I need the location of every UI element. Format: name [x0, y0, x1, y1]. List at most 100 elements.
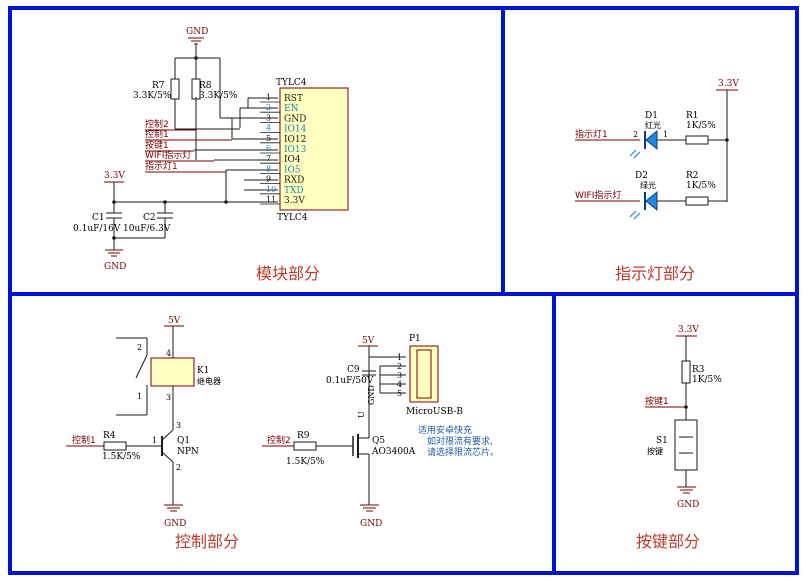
- usb-note-line1: 适用安卓快充: [418, 424, 472, 436]
- s1-button: [674, 419, 698, 471]
- svg-text:4: 4: [166, 349, 171, 358]
- svg-text:5: 5: [397, 389, 402, 398]
- svg-text:2: 2: [137, 343, 142, 352]
- chip-pin-11-number: 11: [266, 195, 276, 204]
- svg-text:3: 3: [176, 421, 181, 430]
- button-section: 3.3V R3 1K/5% 按键1 S1 按键 GND: [645, 325, 722, 510]
- control-section: 5V 4 3 K1 继电器 2 1 控制1 R4 1.5K/5% 1 3 2 Q…: [66, 316, 499, 529]
- q1-ref: Q1: [177, 436, 190, 446]
- gnd-top-label: GND: [186, 27, 208, 37]
- d1-color: 红光: [645, 120, 661, 130]
- r8-value: 3.3K/5%: [199, 91, 238, 101]
- chip-pin-9-number: 9: [266, 175, 271, 184]
- chip-pin-10-number: 10: [266, 185, 276, 194]
- chip-pin-9-name: RXD: [284, 176, 304, 186]
- d2-led: [645, 190, 658, 212]
- svg-text:1: 1: [397, 353, 402, 362]
- vcc-relay-label: 5V: [168, 316, 181, 326]
- s1-ref: S1: [656, 436, 668, 446]
- gnd-bottom-label: GND: [104, 262, 126, 272]
- net-ctrl1: 控制1: [72, 434, 96, 446]
- r3-ref: R3: [692, 365, 705, 375]
- net-label-led1: 指示灯1: [145, 160, 178, 172]
- net-label-key1: 按键1: [145, 139, 169, 151]
- q5-value: AO3400A: [371, 447, 416, 457]
- r1-ref: R1: [686, 111, 699, 121]
- chip-pin-10-name: TXD: [284, 186, 304, 196]
- net-label-ctrl1: 控制1: [145, 128, 169, 140]
- chip-pin-4-number: 4: [266, 124, 271, 133]
- gnd-q5-label: GND: [360, 519, 382, 529]
- chip-pin-5-name: IO12: [284, 135, 306, 145]
- chip-pin-1-number: 1: [266, 93, 271, 102]
- c2-value: 10uF/6.3V: [123, 224, 171, 234]
- svg-text:3: 3: [166, 393, 171, 402]
- svg-text:4: 4: [397, 380, 402, 389]
- usb-u-label: U: [357, 411, 366, 418]
- chip-pin-3-name: GND: [284, 114, 306, 124]
- panel-frames: [8, 6, 799, 575]
- chip-pin-4-name: IO14: [284, 125, 307, 135]
- chip-name-bottom: TYLC4: [277, 213, 308, 223]
- vcc-module-label: 3.3V: [104, 171, 125, 181]
- usb-note-line2: 如对限流有要求,: [427, 435, 493, 447]
- r2-resistor: [685, 196, 709, 206]
- r7-resistor: [170, 78, 180, 100]
- s1-value: 按键: [647, 446, 663, 456]
- vcc-led-label: 3.3V: [718, 79, 739, 89]
- svg-text:2: 2: [176, 463, 181, 472]
- vcc-button-label: 3.3V: [678, 325, 699, 335]
- r7-ref: R7: [152, 81, 165, 91]
- chip-pin-7-number: 7: [266, 154, 271, 163]
- net-key1: 按键1: [645, 395, 669, 407]
- c9-ref: C9: [347, 365, 360, 375]
- d1-pin2: 2: [633, 130, 638, 139]
- chip-pin-2-number: 2: [266, 103, 271, 112]
- indicator-section: 3.3V 指示灯1 D1 红光 R1 1K/5% 2 1 WIFI指示灯 D2 …: [575, 79, 739, 220]
- r9-ref: R9: [297, 431, 310, 441]
- c9-value: 0.1uF/50V: [326, 376, 374, 386]
- chip-pin-1-name: RST: [284, 94, 303, 104]
- gnd-q1-label: GND: [164, 519, 186, 529]
- net-wifi-led: WIFI指示灯: [575, 189, 621, 201]
- chip-pin-2-name: EN: [284, 104, 299, 114]
- r2-value: 1K/5%: [686, 181, 716, 191]
- d1-led: [645, 129, 658, 151]
- svg-text:3: 3: [397, 371, 402, 380]
- r4-resistor: [103, 441, 127, 451]
- chip-pin-6-number: 6: [266, 144, 271, 153]
- r8-ref: R8: [199, 81, 212, 91]
- p1-value: MicroUSB-B: [406, 407, 463, 417]
- r1-resistor: [685, 135, 709, 145]
- button-panel-title: 按键部分: [636, 532, 700, 551]
- r9-resistor: [293, 441, 317, 451]
- chip-pin-8-name: IO5: [284, 165, 301, 175]
- q5-ref: Q5: [372, 436, 385, 446]
- net-led1: 指示灯1: [575, 128, 608, 140]
- c1-value: 0.1uF/16V: [73, 224, 121, 234]
- k1-ref: K1: [197, 366, 209, 376]
- d2-color: 绿光: [640, 180, 656, 190]
- control-panel-title: 控制部分: [175, 532, 239, 551]
- chip-pin-8-number: 8: [266, 164, 271, 173]
- chip-pin-6-name: IO13: [284, 145, 307, 155]
- vcc-usb-label: 5V: [362, 336, 375, 346]
- chip-pin-11-name: 3.3V: [284, 196, 305, 206]
- r3-value: 1K/5%: [692, 375, 722, 385]
- chip-pin-5-number: 5: [266, 134, 271, 143]
- module-panel-title: 模块部分: [256, 264, 320, 283]
- p1-ref: P1: [409, 334, 421, 344]
- q1-value: NPN: [177, 447, 199, 457]
- r3-resistor: [681, 360, 691, 384]
- p1-usb-connector: [409, 345, 439, 403]
- c2-ref: C2: [143, 213, 156, 223]
- usb-gnd-label: GND: [367, 385, 376, 405]
- svg-text:2: 2: [397, 362, 402, 371]
- chip-pin-7-name: IO4: [284, 155, 301, 165]
- d1-ref: D1: [645, 111, 658, 121]
- r9-value: 1.5K/5%: [286, 457, 325, 467]
- chip-name-top: TYLC4: [276, 78, 307, 88]
- d1-pin1: 1: [663, 130, 668, 139]
